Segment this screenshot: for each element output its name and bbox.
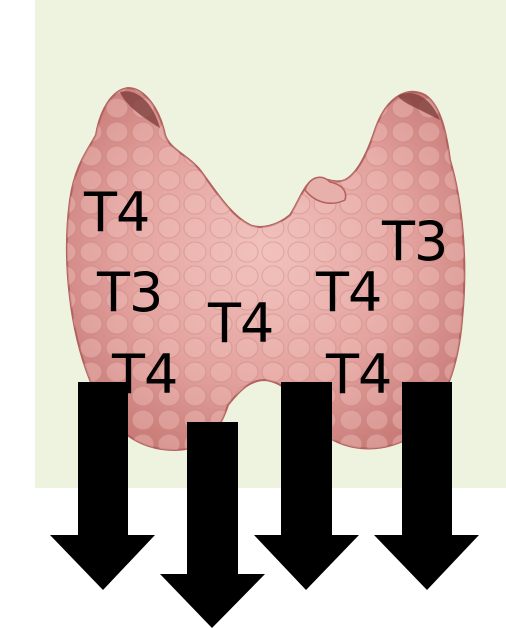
hormone-label-t4: T4: [84, 186, 149, 240]
hormone-label-t3: T3: [97, 266, 162, 320]
hormone-label-t4: T4: [326, 348, 391, 402]
hormone-label-t4: T4: [208, 297, 273, 351]
down-arrow: [160, 422, 265, 628]
hormone-label-t3: T3: [382, 215, 447, 269]
secretion-arrows: [50, 382, 479, 628]
hormone-label-t4: T4: [112, 348, 177, 402]
hormone-label-t4: T4: [316, 266, 381, 320]
